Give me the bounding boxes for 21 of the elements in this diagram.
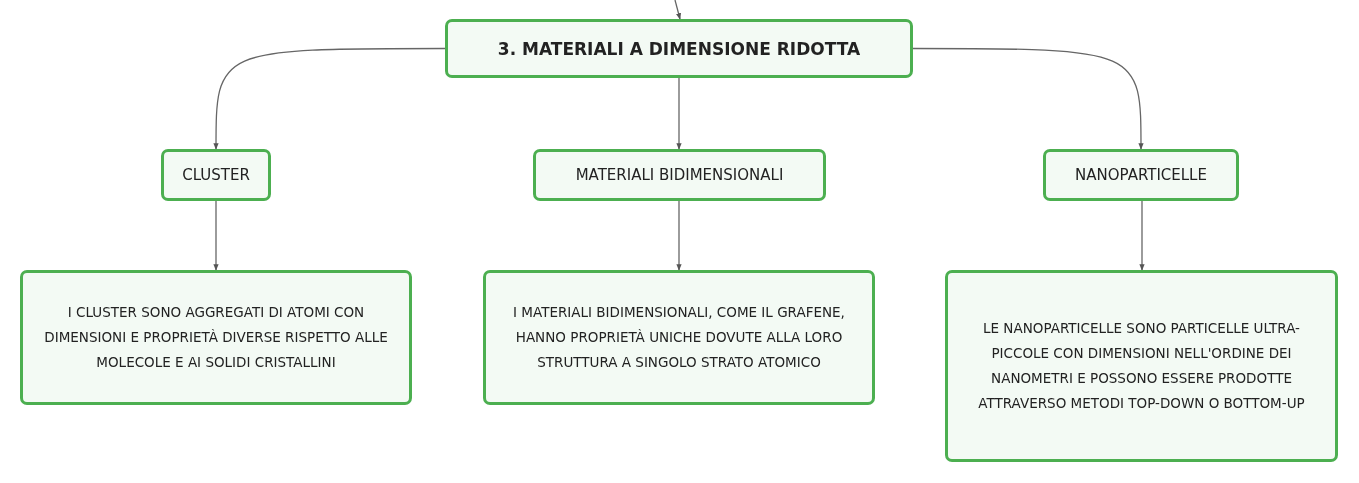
arrow <box>1139 200 1145 271</box>
description-box <box>945 270 1338 462</box>
description-box <box>483 270 875 405</box>
arrow <box>676 200 682 271</box>
topic-box <box>1043 149 1239 201</box>
description-text: LE NANOPARTICELLE SONO PARTICELLE ULTRA-PICCOLE CON DIMENSIONI NELL'ORDINE DEI NANOMETRI E POSSONO ESSERE PRODOTTE ATTRAVERSO METODI TOP-DOWN O BOTTOM-UP <box>977 319 1306 413</box>
arrow <box>676 77 682 150</box>
description-box <box>20 270 412 405</box>
title-box <box>445 19 913 78</box>
description-text: I CLUSTER SONO AGGREGATI DI ATOMI CON DIMENSIONI E PROPRIETÀ DIVERSE RISPETTO ALLE MOLECOLE E AI SOLIDI CRISTALLINI <box>43 303 389 372</box>
arrow <box>674 0 682 20</box>
topic-box <box>161 149 271 201</box>
description-text: I MATERIALI BIDIMENSIONALI, COME IL GRAFENE, HANNO PROPRIETÀ UNICHE DOVUTE ALLA LORO STRUTTURA A SINGOLO STRATO ATOMICO <box>512 303 846 372</box>
arrow <box>213 200 219 271</box>
topic-label: MATERIALI BIDIMENSIONALI <box>575 166 784 184</box>
topic-label: CLUSTER <box>182 166 250 184</box>
arrow <box>213 47 446 150</box>
arrow <box>912 47 1144 150</box>
topic-box <box>533 149 826 201</box>
topic-label: NANOPARTICELLE <box>1075 166 1207 184</box>
topic-label: 3. MATERIALI A DIMENSIONE RIDOTTA <box>497 38 861 59</box>
